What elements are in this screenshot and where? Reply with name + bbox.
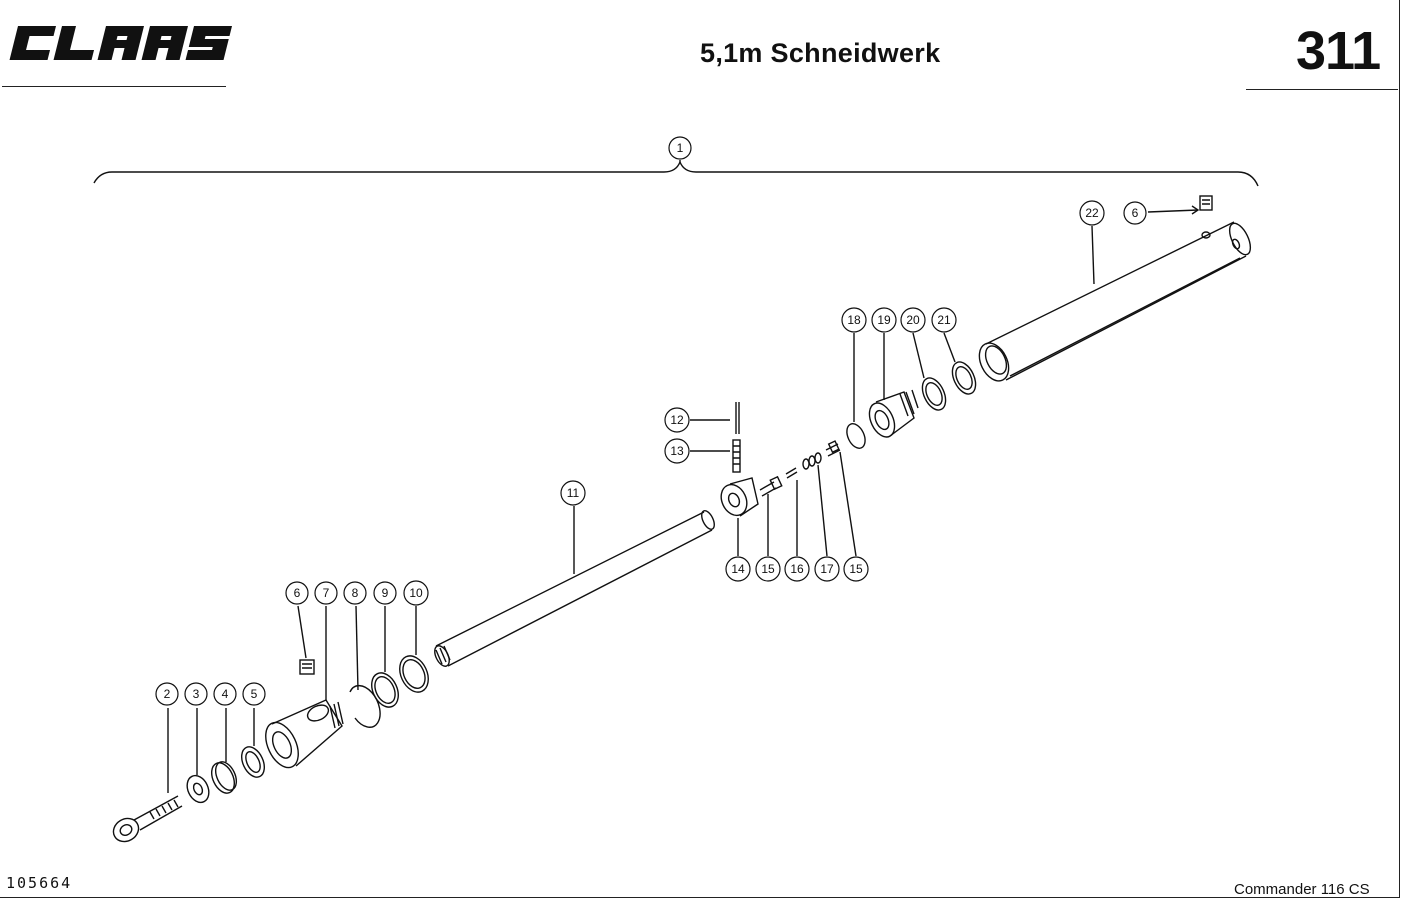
valve-body-b: [825, 440, 857, 557]
header-rule-right: [1246, 89, 1398, 90]
guide-bushing: [868, 333, 919, 438]
model-name: Commander 116 CS: [1234, 881, 1370, 898]
ring-18: [846, 333, 866, 449]
callout-22: 22: [1079, 200, 1105, 226]
nut: [186, 708, 210, 804]
callout-label: 17: [820, 562, 834, 576]
grease-nipple-left: [297, 605, 315, 675]
callout-13: 13: [664, 438, 690, 464]
callout-1: 1: [668, 136, 692, 160]
piston-rod: [434, 506, 715, 667]
retaining-ring-8: [349, 605, 381, 728]
callout-2: 2: [155, 682, 179, 706]
callout-label: 2: [164, 687, 171, 701]
callout-label: 20: [906, 313, 920, 327]
callout-label: 1: [677, 141, 684, 155]
callout-label: 10: [409, 586, 423, 600]
washer-4: [210, 708, 238, 794]
callout-label: 4: [222, 687, 229, 701]
callout-label: 19: [877, 313, 891, 327]
callout-label: 15: [761, 562, 775, 576]
eye-bolt: [112, 708, 183, 843]
callout-label: 5: [251, 687, 258, 701]
callout-21: 21: [931, 307, 957, 333]
callout-label: 16: [790, 562, 804, 576]
callout-19: 19: [871, 307, 897, 333]
callout-label: 18: [847, 313, 861, 327]
callout-labels: 1 2 3 4 5 6 7 8 9 10 11 12 13 14 15 16 1…: [155, 136, 1147, 706]
callout-7: 7: [314, 581, 338, 605]
valve-spring: [802, 452, 828, 557]
callout-15-b: 15: [843, 556, 869, 582]
callout-17: 17: [814, 556, 840, 582]
spring-pin: [690, 439, 741, 473]
callout-4: 4: [213, 682, 237, 706]
ring-20: [912, 332, 947, 411]
cylinder-head: [265, 606, 344, 769]
callout-10: 10: [403, 580, 429, 606]
callout-label: 8: [352, 586, 359, 600]
callout-12: 12: [664, 407, 690, 433]
callout-label: 22: [1085, 206, 1099, 220]
callout-label: 7: [323, 586, 330, 600]
ring-5: [240, 708, 266, 778]
callout-label: 6: [294, 586, 301, 600]
callout-label: 9: [382, 586, 389, 600]
header-rule-left: [2, 86, 226, 87]
valve-body-a: [759, 475, 783, 556]
callout-11: 11: [560, 480, 586, 506]
callout-6-left: 6: [285, 581, 309, 605]
callout-15-a: 15: [755, 556, 781, 582]
callout-5: 5: [242, 682, 266, 706]
ring-21: [943, 332, 977, 395]
callout-label: 3: [193, 687, 200, 701]
valve-pin: [785, 467, 798, 556]
callout-label: 6: [1132, 206, 1139, 220]
o-ring-9: [371, 606, 399, 708]
callout-14: 14: [725, 556, 751, 582]
callout-18: 18: [841, 307, 867, 333]
split-pin: [690, 402, 740, 434]
callout-8: 8: [343, 581, 367, 605]
o-ring-10: [399, 606, 429, 693]
callout-3: 3: [184, 682, 208, 706]
callout-9: 9: [373, 581, 397, 605]
callout-16: 16: [784, 556, 810, 582]
callout-label: 21: [937, 313, 951, 327]
callout-label: 12: [670, 413, 684, 427]
document-number: 105664: [6, 874, 73, 892]
page-title: 5,1m Schneidwerk: [700, 38, 941, 68]
callout-20: 20: [900, 307, 926, 333]
callout-label: 14: [731, 562, 745, 576]
grease-nipple-right: [1147, 195, 1213, 215]
callout-6-right: 6: [1123, 201, 1147, 225]
cylinder-tube: [978, 221, 1252, 382]
assembly-bracket: [93, 160, 1259, 187]
callout-label: 15: [849, 562, 863, 576]
callout-label: 13: [670, 444, 684, 458]
page-number: 311: [1296, 21, 1381, 81]
piston: [720, 477, 759, 556]
callout-label: 11: [567, 486, 580, 500]
claas-logo: [9, 26, 233, 60]
